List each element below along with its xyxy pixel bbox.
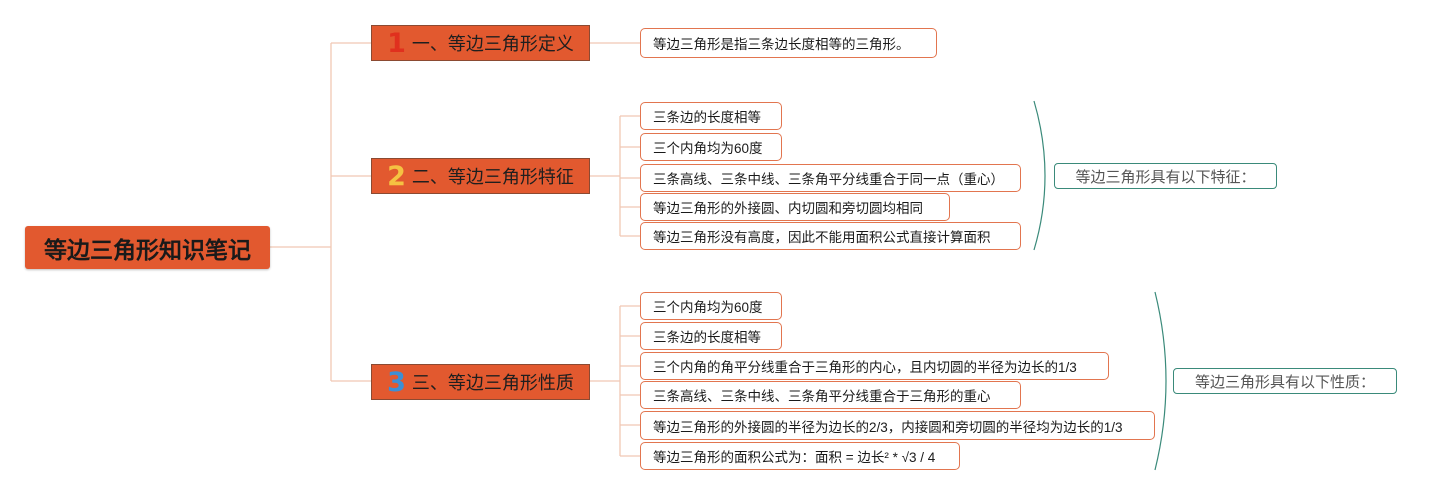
leaf-text: 等边三角形是指三条边长度相等的三角形。 xyxy=(653,37,910,52)
leaf-features-2[interactable]: 三个内角均为60度 xyxy=(640,133,782,161)
leaf-properties-4[interactable]: 三条高线、三条中线、三条角平分线重合于三角形的重心 xyxy=(640,381,1021,409)
leaf-text: 三个内角均为60度 xyxy=(653,141,763,156)
leaf-text: 等边三角形的面积公式为：面积 = 边长² * √3 / 4 xyxy=(653,450,936,465)
leaf-text: 等边三角形没有高度，因此不能用面积公式直接计算面积 xyxy=(653,230,991,245)
number-3-icon: 3 xyxy=(387,366,406,398)
summary-text: 等边三角形具有以下特征： xyxy=(1075,168,1256,186)
leaf-text: 等边三角形的外接圆、内切圆和旁切圆均相同 xyxy=(653,201,923,216)
branch-label: 二、等边三角形特征 xyxy=(411,167,574,187)
bracket-features xyxy=(1033,100,1046,251)
root-topic[interactable]: 等边三角形知识笔记 xyxy=(25,226,270,269)
branch-features[interactable]: 2 二、等边三角形特征 xyxy=(371,158,590,194)
leaf-properties-1[interactable]: 三个内角均为60度 xyxy=(640,292,782,320)
summary-properties[interactable]: 等边三角形具有以下性质： xyxy=(1173,368,1397,394)
number-1-icon: 1 xyxy=(387,27,406,59)
leaf-features-5[interactable]: 等边三角形没有高度，因此不能用面积公式直接计算面积 xyxy=(640,222,1021,250)
leaf-definition-1[interactable]: 等边三角形是指三条边长度相等的三角形。 xyxy=(640,28,937,58)
bracket-properties xyxy=(1154,291,1167,471)
leaf-text: 三条边的长度相等 xyxy=(653,330,761,345)
root-topic-label: 等边三角形知识笔记 xyxy=(44,236,251,263)
summary-features[interactable]: 等边三角形具有以下特征： xyxy=(1054,163,1277,189)
leaf-features-1[interactable]: 三条边的长度相等 xyxy=(640,102,782,130)
number-2-icon: 2 xyxy=(387,160,406,192)
leaf-properties-6[interactable]: 等边三角形的面积公式为：面积 = 边长² * √3 / 4 xyxy=(640,442,960,470)
leaf-text: 三条高线、三条中线、三条角平分线重合于同一点（重心） xyxy=(653,172,1004,187)
branch-label: 三、等边三角形性质 xyxy=(411,373,574,393)
leaf-text: 等边三角形的外接圆的半径为边长的2/3，内接圆和旁切圆的半径均为边长的1/3 xyxy=(653,419,1123,435)
leaf-text: 三个内角均为60度 xyxy=(653,300,763,315)
leaf-properties-5[interactable]: 等边三角形的外接圆的半径为边长的2/3，内接圆和旁切圆的半径均为边长的1/3 xyxy=(640,411,1155,440)
leaf-properties-2[interactable]: 三条边的长度相等 xyxy=(640,322,782,350)
branch-label: 一、等边三角形定义 xyxy=(411,34,574,54)
leaf-text: 三条边的长度相等 xyxy=(653,110,761,125)
leaf-features-3[interactable]: 三条高线、三条中线、三条角平分线重合于同一点（重心） xyxy=(640,164,1021,192)
branch-definition[interactable]: 1 一、等边三角形定义 xyxy=(371,25,590,61)
leaf-text: 三条高线、三条中线、三条角平分线重合于三角形的重心 xyxy=(653,389,991,404)
branch-properties[interactable]: 3 三、等边三角形性质 xyxy=(371,364,590,400)
summary-text: 等边三角形具有以下性质： xyxy=(1194,373,1375,391)
leaf-features-4[interactable]: 等边三角形的外接圆、内切圆和旁切圆均相同 xyxy=(640,193,950,221)
leaf-properties-3[interactable]: 三个内角的角平分线重合于三角形的内心，且内切圆的半径为边长的1/3 xyxy=(640,352,1109,380)
leaf-text: 三个内角的角平分线重合于三角形的内心，且内切圆的半径为边长的1/3 xyxy=(653,360,1077,375)
